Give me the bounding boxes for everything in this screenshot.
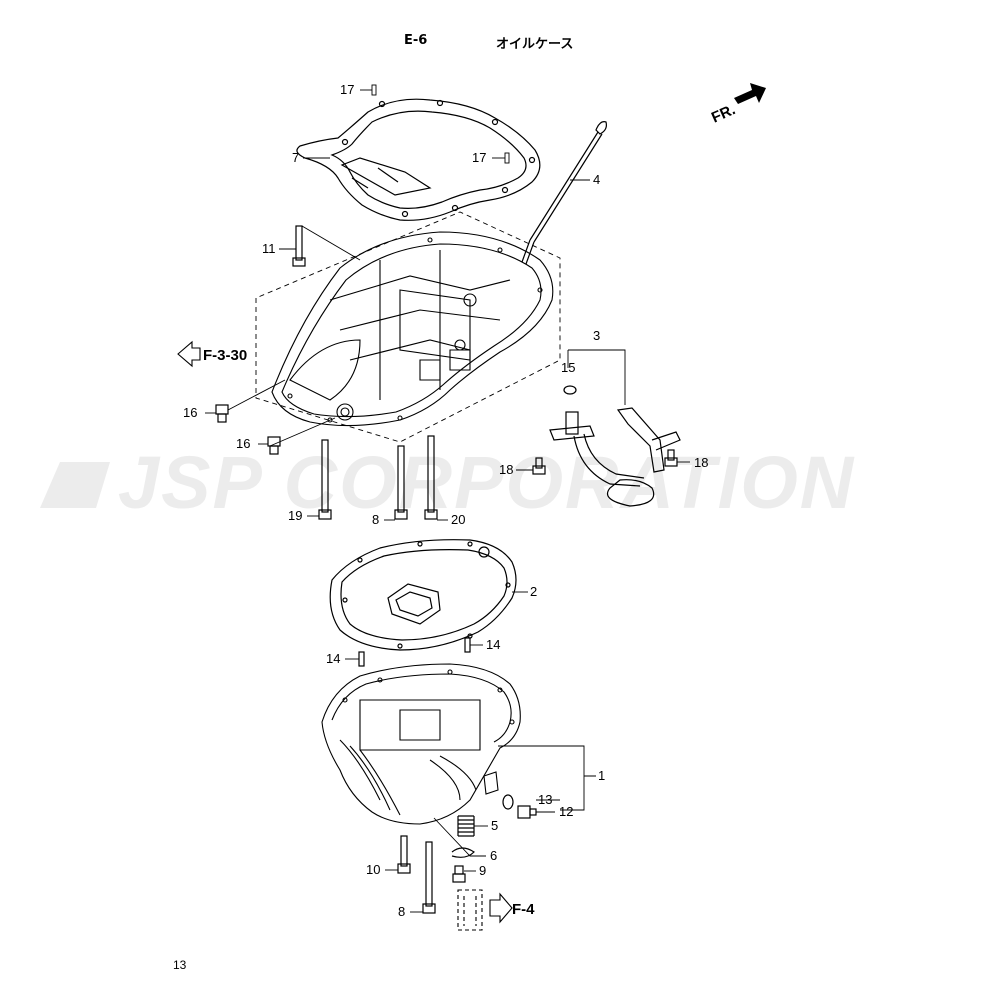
spring-5 xyxy=(457,815,475,837)
callout-18-right: 18 xyxy=(694,455,708,470)
plug-16-upper xyxy=(215,404,229,423)
ref-arrow-left-icon xyxy=(177,340,201,368)
ref-arrow-right-icon xyxy=(489,892,513,924)
bolt-9 xyxy=(452,865,466,883)
callout-16-upper: 16 xyxy=(183,405,197,420)
watermark-text: JSP CORPORATION xyxy=(118,441,855,524)
callout-6: 6 xyxy=(490,848,497,863)
callout-19: 19 xyxy=(288,508,302,523)
washer-13 xyxy=(502,794,514,810)
page-number: 13 xyxy=(173,958,187,972)
dowel-14-right xyxy=(464,637,471,653)
callout-7: 7 xyxy=(292,150,299,165)
oil-strainer xyxy=(549,385,681,507)
diagram-title: オイルケース xyxy=(496,37,574,52)
ref-f-3-30[interactable]: F-3-30 xyxy=(177,340,247,368)
callout-11: 11 xyxy=(262,241,276,256)
callout-10: 10 xyxy=(366,862,380,877)
dipstick xyxy=(521,121,607,265)
ref-f-4[interactable]: F-4 xyxy=(489,892,535,924)
callout-12: 12 xyxy=(559,804,573,819)
callout-18-left: 18 xyxy=(499,462,513,477)
callout-3: 3 xyxy=(593,328,600,343)
callout-4: 4 xyxy=(593,172,600,187)
bolt-10 xyxy=(397,835,411,874)
callout-17-top: 17 xyxy=(340,82,354,97)
dowel-14-left xyxy=(358,651,365,667)
callout-8-upper: 8 xyxy=(372,512,379,527)
assembly-box xyxy=(255,211,561,443)
callout-9: 9 xyxy=(479,863,486,878)
bolt-8-lower xyxy=(422,841,436,914)
bolt-20 xyxy=(424,435,438,520)
watermark: JSP CORPORATION xyxy=(40,441,855,524)
callout-20: 20 xyxy=(451,512,465,527)
middle-gasket xyxy=(329,539,517,651)
watermark-logo-icon xyxy=(40,462,110,508)
callout-labels: 17 7 17 4 11 3 15 16 16 18 18 19 8 20 2 … xyxy=(183,82,708,919)
ref-f-4-label: F-4 xyxy=(512,901,535,918)
oil-case-lower xyxy=(321,663,521,825)
upper-gasket xyxy=(296,98,541,221)
callout-14-left: 14 xyxy=(326,651,340,666)
callout-13: 13 xyxy=(538,792,552,807)
callout-16-lower: 16 xyxy=(236,436,250,451)
front-direction-marker: FR. xyxy=(709,83,766,127)
bolt-19 xyxy=(318,439,332,520)
callout-17-right: 17 xyxy=(472,150,486,165)
callout-8-lower: 8 xyxy=(398,904,405,919)
callout-5: 5 xyxy=(491,818,498,833)
callout-15: 15 xyxy=(561,360,575,375)
front-label: FR. xyxy=(709,101,738,126)
ref-f-3-30-label: F-3-30 xyxy=(203,347,247,364)
callout-1: 1 xyxy=(598,768,605,783)
bolt-8-upper xyxy=(394,445,408,520)
pipe-fitting xyxy=(457,889,483,931)
clip-6 xyxy=(451,847,475,858)
oil-case-upper xyxy=(271,231,554,427)
drain-bolt-12 xyxy=(517,805,537,819)
diagram-code: E-6 xyxy=(404,33,428,48)
callout-14-right: 14 xyxy=(486,637,500,652)
leader-lines xyxy=(205,84,690,913)
bolt-11 xyxy=(292,225,306,267)
callout-2: 2 xyxy=(530,584,537,599)
front-arrow-icon xyxy=(734,83,766,104)
